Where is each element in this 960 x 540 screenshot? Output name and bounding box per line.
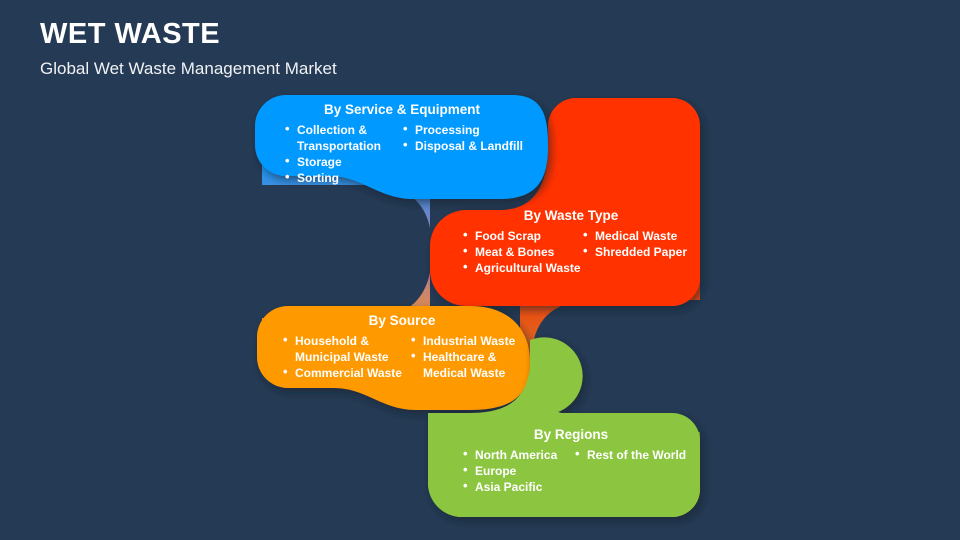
list-item: Healthcare & Medical Waste: [410, 348, 542, 381]
list-item: Storage: [284, 153, 402, 170]
panel-column-right-waste-type: Medical Waste Shredded Paper: [582, 227, 702, 276]
panel-column-left-service: Collection & Transportation Storage Sort…: [284, 121, 402, 186]
panel-title-source: By Source: [368, 313, 436, 328]
list-item: Europe: [462, 462, 574, 479]
list-item: Medical Waste: [582, 227, 702, 244]
panel-title-service: By Service & Equipment: [323, 102, 481, 117]
list-item: North America: [462, 446, 574, 463]
panel-source[interactable]: By Source Household & Municipal Waste Co…: [262, 312, 542, 381]
panel-column-left-waste-type: Food Scrap Meat & Bones Agricultural Was…: [462, 227, 582, 276]
panel-columns-service: Collection & Transportation Storage Sort…: [262, 121, 542, 186]
panel-columns-waste-type: Food Scrap Meat & Bones Agricultural Was…: [440, 227, 702, 276]
panel-service-equipment[interactable]: By Service & Equipment Collection & Tran…: [262, 101, 542, 186]
list-item: Industrial Waste: [410, 332, 542, 349]
list-item: Processing: [402, 121, 542, 138]
panel-column-right-source: Industrial Waste Healthcare & Medical Wa…: [410, 332, 542, 381]
list-item: Agricultural Waste: [462, 259, 582, 276]
panel-waste-type[interactable]: By Waste Type Food Scrap Meat & Bones Ag…: [440, 207, 702, 276]
page-subtitle: Global Wet Waste Management Market: [40, 59, 337, 78]
panel-title-waste-type: By Waste Type: [523, 208, 619, 223]
list-item: Food Scrap: [462, 227, 582, 244]
list-item: Sorting: [284, 169, 402, 186]
list-item: Disposal & Landfill: [402, 137, 542, 154]
panel-regions[interactable]: By Regions North America Europe Asia Pac…: [440, 426, 702, 495]
shape-regions-neck: [428, 352, 531, 460]
panel-column-left-regions: North America Europe Asia Pacific: [462, 446, 574, 495]
panel-columns-regions: North America Europe Asia Pacific Rest o…: [440, 446, 702, 495]
list-item: Collection & Transportation: [284, 121, 402, 154]
page-title: WET WASTE: [40, 18, 221, 50]
list-item: Rest of the World: [574, 446, 702, 463]
connector-notch-left: [262, 185, 432, 318]
list-item: Commercial Waste: [282, 364, 410, 381]
list-item: Shredded Paper: [582, 243, 702, 260]
panel-columns-source: Household & Municipal Waste Commercial W…: [262, 332, 542, 381]
title-block: WET WASTE Global Wet Waste Management Ma…: [40, 14, 337, 82]
list-item: Household & Municipal Waste: [282, 332, 410, 365]
panel-column-left-source: Household & Municipal Waste Commercial W…: [282, 332, 410, 381]
panel-title-regions: By Regions: [533, 427, 609, 442]
panel-column-right-regions: Rest of the World: [574, 446, 702, 495]
list-item: Meat & Bones: [462, 243, 582, 260]
panel-column-right-service: Processing Disposal & Landfill: [402, 121, 542, 186]
list-item: Asia Pacific: [462, 478, 574, 495]
